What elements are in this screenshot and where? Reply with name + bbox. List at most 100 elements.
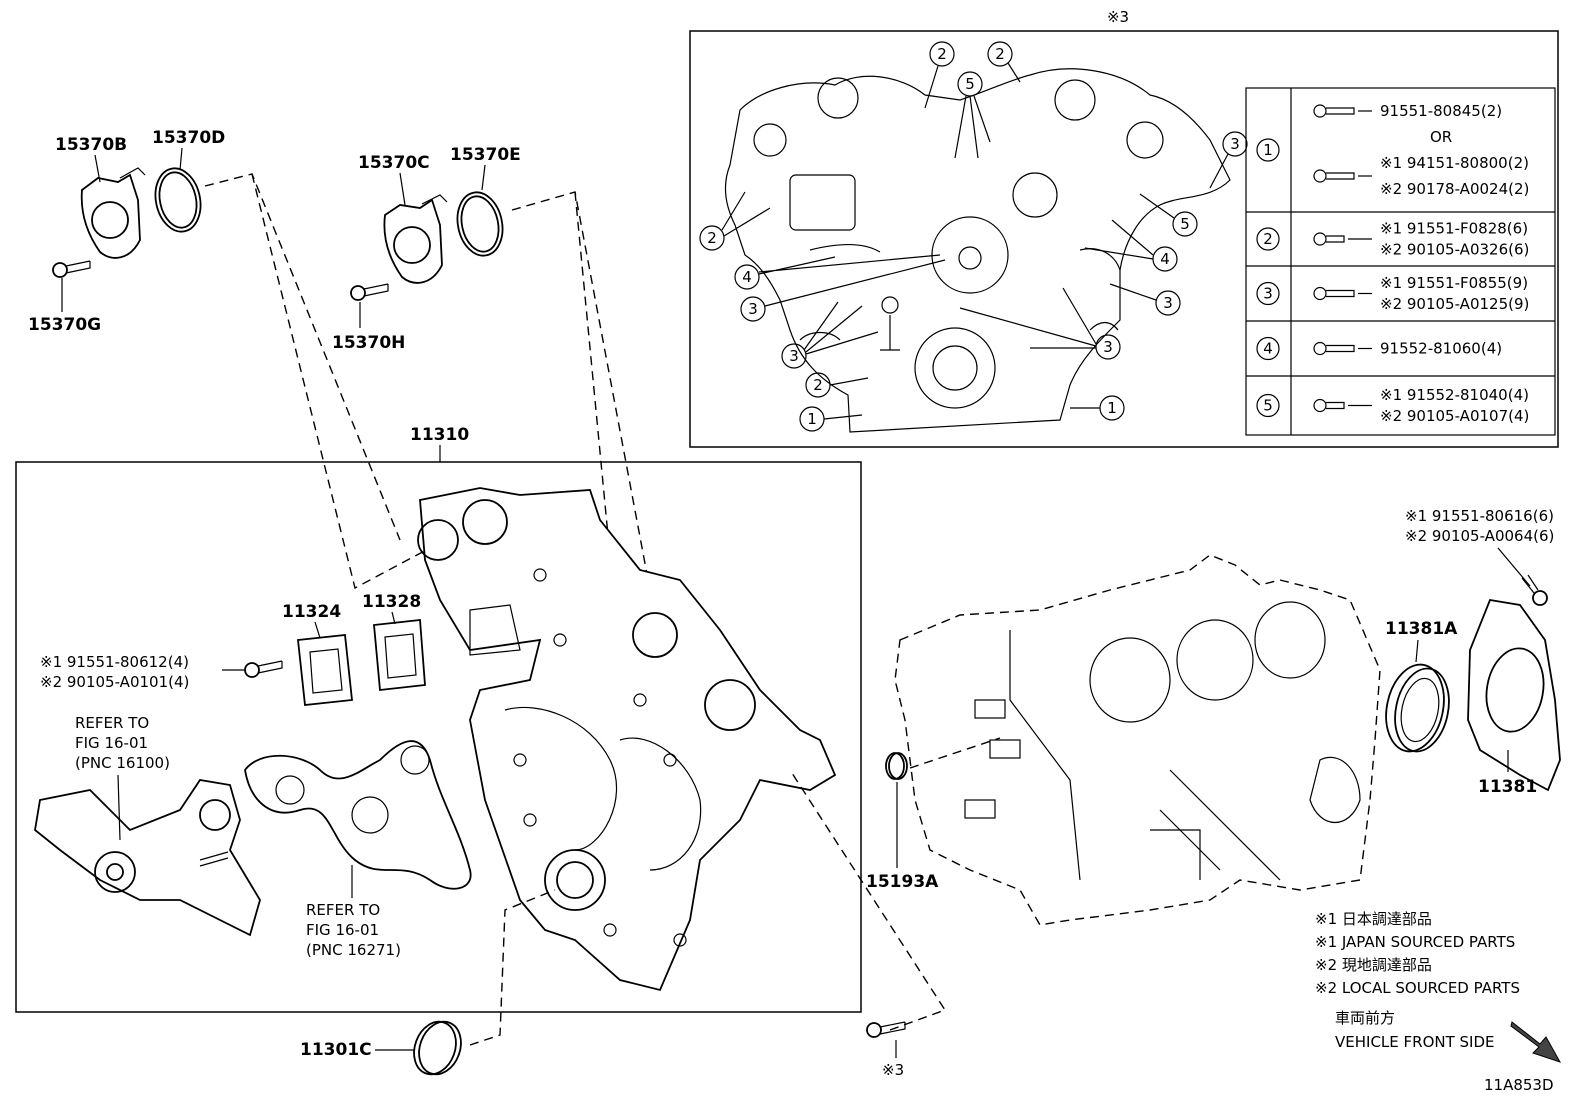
bolt-table-part-number: ※2 90105-A0107(4)	[1380, 407, 1529, 425]
bolt-icon	[1313, 104, 1372, 118]
bolt-table-index-circle	[1256, 281, 1280, 306]
svg-text:4: 4	[742, 268, 752, 286]
bolt-15370H	[350, 283, 389, 301]
oil-seal-11381A	[1385, 663, 1450, 753]
label-bottom-mark: ※3	[882, 1061, 904, 1079]
bolt-table-index: 3	[1263, 285, 1273, 303]
bolt-table-index-circle	[1256, 393, 1280, 418]
legend-line-2: ※1 JAPAN SOURCED PARTS	[1315, 933, 1515, 951]
bolt-icon	[1313, 286, 1372, 301]
inset-engine-outline	[724, 68, 1231, 433]
inset-callout-2d: 2	[805, 372, 869, 398]
bolt-right-line2: ※2 90105-A0064(6)	[1405, 527, 1554, 545]
gasket-11328	[373, 619, 426, 691]
label-11324: 11324	[282, 602, 341, 622]
bolt-retainer	[1521, 574, 1548, 606]
label-11301C: 11301C	[300, 1040, 372, 1060]
svg-text:4: 4	[1160, 250, 1170, 268]
svg-text:5: 5	[965, 75, 975, 93]
bolt-table-index: 1	[1263, 141, 1273, 159]
inset-callout-4a: 4	[1084, 219, 1178, 272]
bolt-table	[1245, 87, 1556, 436]
label-15370G: 15370G	[28, 315, 101, 335]
oil-seal-11301C	[413, 1020, 462, 1076]
label-15370H: 15370H	[332, 333, 405, 353]
svg-text:3: 3	[1163, 294, 1173, 312]
vehicle-front-indicator: 車両前方 VEHICLE FRONT SIDE	[1335, 1009, 1562, 1063]
inset-frame	[689, 30, 1559, 448]
inset-callout-5b: 5	[1139, 193, 1198, 237]
inset-callout-3d: 3	[740, 259, 946, 322]
svg-text:2: 2	[937, 45, 947, 63]
label-15370E: 15370E	[450, 145, 521, 165]
cylinder-block-ghost	[894, 554, 1381, 926]
bolt-timing-cover	[866, 1021, 906, 1038]
legend-line-3: ※2 現地調達部品	[1315, 956, 1432, 974]
bolt-location-inset: ※3 2 2 5	[689, 8, 1559, 448]
label-11381A: 11381A	[1385, 619, 1458, 639]
o-ring-15370D	[154, 167, 202, 233]
refer-block-1: REFER TO FIG 16-01 (PNC 16100)	[75, 714, 170, 841]
refer1-line1: REFER TO	[75, 714, 149, 732]
gasket-11324	[297, 634, 353, 706]
refer2-line1: REFER TO	[306, 901, 380, 919]
bolt-table-part-number: ※2 90178-A0024(2)	[1380, 180, 1529, 198]
bolt-table-index-circle	[1256, 138, 1280, 162]
timing-chain-cover-11310	[417, 487, 837, 992]
bolt-table-part-number: ※1 94151-80800(2)	[1380, 154, 1529, 172]
o-ring-15370E	[456, 191, 504, 257]
sourcing-legend: ※1 日本調達部品 ※1 JAPAN SOURCED PARTS ※2 現地調達…	[1315, 910, 1520, 997]
water-pump-ref	[34, 779, 261, 937]
label-15193A: 15193A	[866, 872, 939, 892]
inset-callout-3b: 3	[1109, 283, 1181, 316]
inset-callout-2c: 2	[699, 191, 771, 251]
refer1-line3: (PNC 16100)	[75, 754, 170, 772]
bolt-right-line1: ※1 91551-80616(6)	[1405, 507, 1554, 525]
label-11310: 11310	[410, 425, 469, 445]
refer2-line3: (PNC 16271)	[306, 941, 401, 959]
bolt-15370G	[52, 260, 91, 278]
bolt-table-part-number: ※1 91551-F0828(6)	[1380, 220, 1528, 238]
svg-text:2: 2	[707, 229, 717, 247]
bolt-table-part-number: ※2 90105-A0326(6)	[1380, 241, 1529, 259]
water-inlet-assy-15370B	[80, 167, 146, 259]
label-15370D: 15370D	[152, 128, 225, 148]
inset-callout-2a: 2	[924, 41, 955, 109]
figure-id: 11A853D	[1484, 1076, 1554, 1094]
inset-callout-3a: 3	[1209, 131, 1248, 189]
bolt-table-row: 5 ※1 91552-81040(4) ※2 90105-A0107(4)	[1256, 386, 1529, 425]
bolt-cover-left	[244, 660, 283, 678]
gasket-16271-ref	[244, 740, 472, 890]
svg-text:5: 5	[1180, 215, 1190, 233]
bolt-table-part-number: 91551-80845(2)	[1380, 102, 1502, 120]
refer2-line2: FIG 16-01	[306, 921, 379, 939]
front-en: VEHICLE FRONT SIDE	[1335, 1033, 1495, 1051]
label-15370B: 15370B	[55, 135, 127, 155]
bolt-table-part-number: 91552-81060(4)	[1380, 340, 1502, 358]
bolt-icon	[1313, 232, 1372, 246]
bolt-table-index: 5	[1263, 397, 1273, 415]
timing-cover-group-frame	[15, 461, 862, 1013]
inset-callout-4b: 4	[734, 254, 941, 290]
bolt-table-part-number: ※1 91551-F0855(9)	[1380, 274, 1528, 292]
bolt-left-line1: ※1 91551-80612(4)	[40, 653, 189, 671]
inset-callout-2b: 2	[987, 41, 1021, 83]
label-11328: 11328	[362, 592, 421, 612]
svg-text:2: 2	[813, 376, 823, 394]
refer1-line2: FIG 16-01	[75, 734, 148, 752]
svg-text:1: 1	[807, 410, 817, 428]
svg-text:2: 2	[995, 45, 1005, 63]
inset-callout-1b: 1	[799, 406, 863, 432]
label-15370C: 15370C	[358, 153, 430, 173]
svg-text:3: 3	[748, 300, 758, 318]
legend-line-1: ※1 日本調達部品	[1315, 910, 1432, 928]
svg-text:3: 3	[789, 347, 799, 365]
bolt-table-index: 4	[1263, 340, 1273, 358]
label-11381: 11381	[1478, 777, 1537, 797]
bolt-table-index-circle	[1256, 336, 1280, 361]
bolt-icon	[1313, 398, 1372, 413]
bolt-table-part-number: ※1 91552-81040(4)	[1380, 386, 1529, 404]
bolt-left-line2: ※2 90105-A0101(4)	[40, 673, 189, 691]
